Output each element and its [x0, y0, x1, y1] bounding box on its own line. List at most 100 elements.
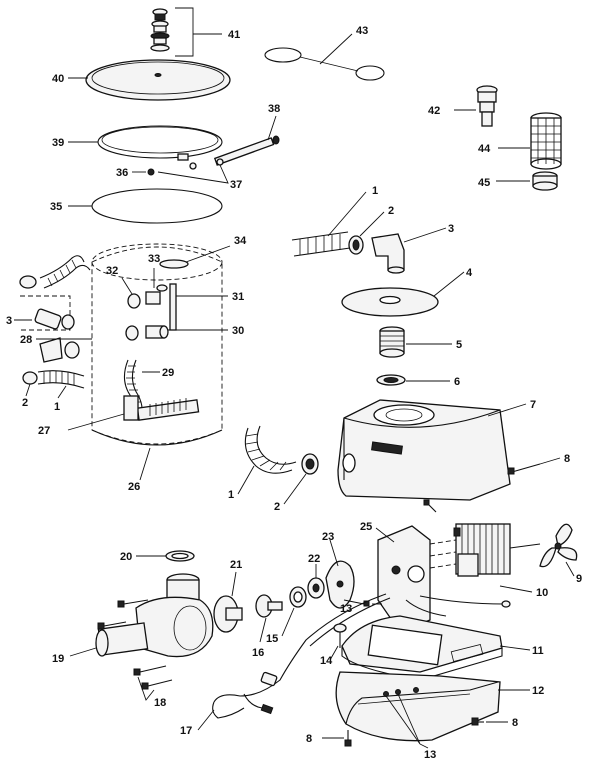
- callout-38: 38: [268, 103, 280, 115]
- callout-10: 10: [536, 587, 548, 599]
- callout-9: 9: [576, 573, 582, 585]
- callout-28: 28: [20, 334, 32, 346]
- part-screws-pump: [97, 599, 149, 630]
- part-25-bracket: [375, 525, 431, 633]
- part-15-ring: [281, 586, 307, 637]
- part-23-plate: [325, 539, 355, 609]
- callout-8-base-right: 8: [512, 717, 518, 729]
- callout-43: 43: [356, 25, 368, 37]
- part-3-elbow-left: [14, 308, 75, 330]
- callout-11: 11: [532, 645, 544, 657]
- callout-12: 12: [532, 685, 544, 697]
- part-2-clamp-lower: [283, 453, 319, 505]
- callout-1-top: 1: [372, 185, 378, 197]
- callout-2-top: 2: [388, 205, 394, 217]
- part-20-gasket: [136, 550, 195, 562]
- part-8-screw-base-left: [322, 730, 352, 747]
- callout-15: 15: [266, 633, 278, 645]
- part-40-lid: [68, 59, 231, 101]
- part-8-screw-base-right: [471, 717, 508, 726]
- part-10-motor: [429, 523, 541, 593]
- callout-44: 44: [478, 143, 491, 155]
- part-12-base: [335, 671, 530, 742]
- part-36-nut: [132, 168, 155, 176]
- callout-7: 7: [530, 399, 536, 411]
- callout-33: 33: [148, 253, 160, 265]
- part-28-coupling: [36, 337, 92, 363]
- part-hose-upper-left: [19, 255, 91, 331]
- part-43-float-pads: [264, 33, 385, 81]
- callout-20: 20: [120, 551, 132, 563]
- callout-41: 41: [228, 29, 240, 41]
- part-3-elbow-right: [371, 227, 447, 274]
- part-7-basin-cover: [337, 399, 527, 501]
- callout-19: 19: [52, 653, 64, 665]
- callout-8-right: 8: [564, 453, 570, 465]
- part-6-nut: [376, 374, 450, 386]
- callout-31: 31: [232, 291, 244, 303]
- callout-37: 37: [230, 179, 242, 191]
- part-17-power-cord: [197, 593, 391, 731]
- part-26-tank: [91, 243, 223, 481]
- part-16-seal: [255, 594, 283, 643]
- part-39-clamp-ring: [68, 125, 223, 161]
- callout-2-left: 2: [22, 397, 28, 409]
- callout-40: 40: [52, 73, 64, 85]
- callout-6: 6: [454, 376, 460, 388]
- callout-45: 45: [478, 177, 490, 189]
- callout-16: 16: [252, 647, 264, 659]
- part-2-clamp-left: [22, 371, 38, 397]
- part-34-flapper: [159, 245, 231, 269]
- callout-30: 30: [232, 325, 244, 337]
- part-30-valve: [125, 325, 228, 341]
- callout-39: 39: [52, 137, 64, 149]
- callout-17: 17: [180, 725, 192, 737]
- callout-3-left: 3: [6, 315, 12, 327]
- callout-1-lower: 1: [228, 489, 234, 501]
- part-1-hose-right: [291, 191, 367, 257]
- part-21-impeller: [213, 571, 243, 633]
- callout-29: 29: [162, 367, 174, 379]
- callout-1-left: 1: [54, 401, 60, 413]
- callout-5: 5: [456, 339, 462, 351]
- part-32-coupling: [121, 277, 141, 309]
- callout-4: 4: [466, 267, 473, 279]
- callout-26: 26: [128, 481, 140, 493]
- callout-14: 14: [320, 655, 333, 667]
- callout-3-right: 3: [448, 223, 454, 235]
- callout-32: 32: [106, 265, 118, 277]
- part-35-gasket: [68, 188, 223, 224]
- callout-13-upper: 13: [340, 603, 352, 615]
- callout-13-lower: 13: [424, 749, 436, 761]
- part-13-screws-base: [385, 693, 429, 749]
- callout-18: 18: [154, 697, 166, 709]
- part-4-seal-disc: [341, 271, 465, 317]
- part-14-grommet: [329, 623, 347, 661]
- part-9-fan: [539, 523, 578, 577]
- callout-21: 21: [230, 559, 242, 571]
- part-5-threaded-fitting: [379, 326, 452, 358]
- callout-23: 23: [322, 531, 334, 543]
- callout-42: 42: [428, 105, 440, 117]
- part-38-clamp-bolt: [213, 115, 280, 166]
- part-31-pipe: [169, 283, 228, 331]
- callout-2-lower: 2: [274, 501, 280, 513]
- part-19-pump-housing: [69, 573, 214, 658]
- part-44-screen: [498, 112, 562, 170]
- callout-36: 36: [116, 167, 128, 179]
- part-2-clamp-right: [348, 211, 385, 255]
- part-41-cap-stack: [150, 7, 222, 57]
- callout-22: 22: [308, 553, 320, 565]
- part-electrical-leads: [405, 595, 511, 617]
- part-11-base-plate: [341, 615, 531, 681]
- part-45-cap: [496, 171, 558, 191]
- part-27-float-pipe: [67, 395, 200, 431]
- callout-25: 25: [360, 521, 372, 533]
- callout-27: 27: [38, 425, 50, 437]
- callout-34: 34: [234, 235, 247, 247]
- part-8-screw-right: [507, 457, 561, 475]
- part-1-hose-lower: [237, 425, 297, 495]
- part-1-hose-left: [37, 370, 85, 399]
- callout-35: 35: [50, 201, 62, 213]
